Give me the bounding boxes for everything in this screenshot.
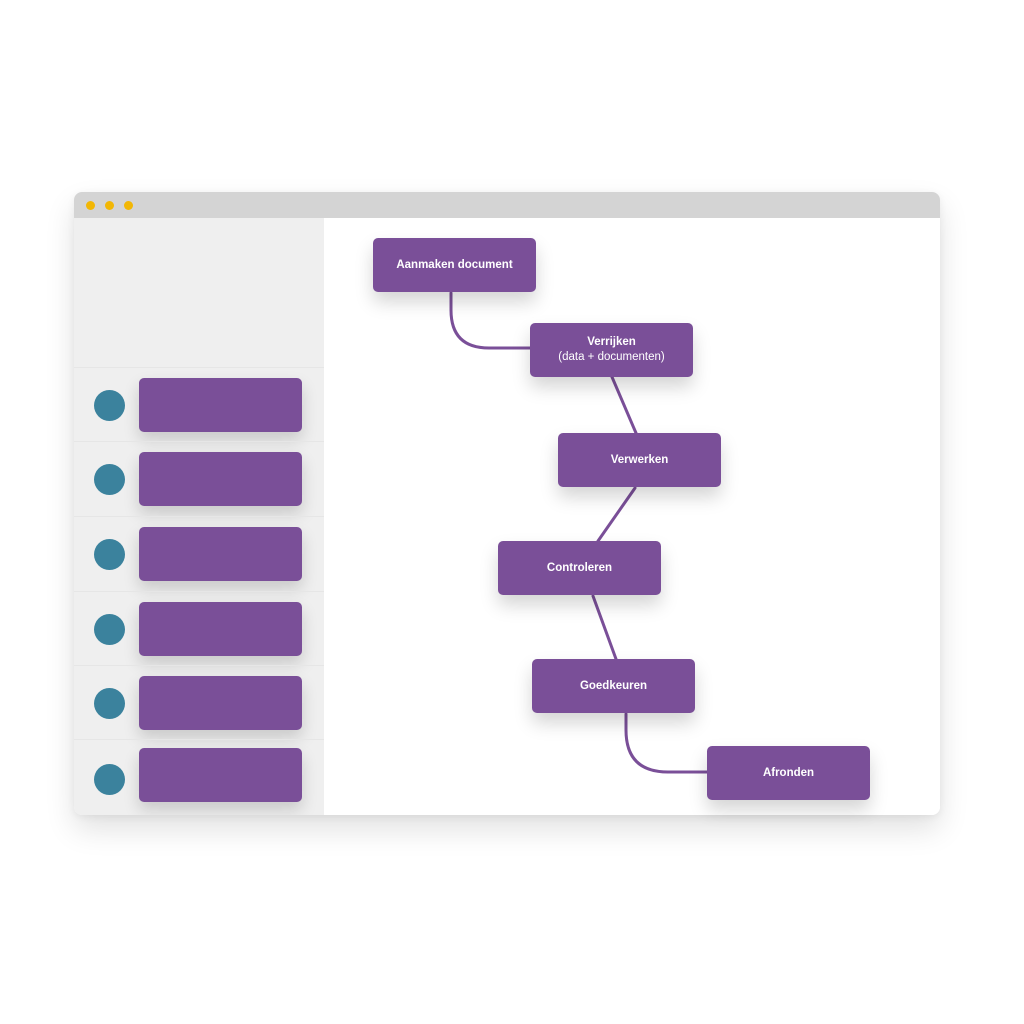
circle-icon	[94, 614, 125, 645]
sidebar-item-block[interactable]	[139, 748, 302, 802]
sidebar-item-2[interactable]	[74, 441, 324, 515]
node-label: Controleren	[546, 561, 613, 574]
node-sublabel: (data + documenten)	[558, 351, 665, 363]
title-bar	[74, 192, 940, 218]
node-verrijken[interactable]: Verrijken (data + documenten)	[530, 323, 693, 377]
sidebar-header	[74, 218, 324, 367]
node-aanmaken-document[interactable]: Aanmaken document	[373, 238, 536, 292]
sidebar-item-6[interactable]	[74, 739, 324, 813]
node-afronden[interactable]: Afronden	[707, 746, 870, 800]
sidebar-item-block[interactable]	[139, 602, 302, 656]
sidebar-item-block[interactable]	[139, 378, 302, 432]
window-control-dot-2[interactable]	[105, 201, 114, 210]
circle-icon	[94, 539, 125, 570]
node-label: Verwerken	[610, 453, 669, 466]
node-controleren[interactable]: Controleren	[498, 541, 661, 595]
node-goedkeuren[interactable]: Goedkeuren	[532, 659, 695, 713]
sidebar-item-5[interactable]	[74, 665, 324, 739]
circle-icon	[94, 390, 125, 421]
circle-icon	[94, 464, 125, 495]
sidebar-item-3[interactable]	[74, 516, 324, 590]
sidebar-item-4[interactable]	[74, 591, 324, 665]
sidebar	[74, 218, 324, 815]
node-label: Verrijken	[587, 336, 636, 348]
node-verwerken[interactable]: Verwerken	[558, 433, 721, 487]
circle-icon	[94, 764, 125, 795]
window-control-dot-1[interactable]	[86, 201, 95, 210]
sidebar-item-block[interactable]	[139, 452, 302, 506]
sidebar-item-1[interactable]	[74, 367, 324, 441]
node-label: Aanmaken document	[396, 258, 513, 271]
node-label: Afronden	[762, 766, 815, 779]
sidebar-item-block[interactable]	[139, 527, 302, 581]
sidebar-item-block[interactable]	[139, 676, 302, 730]
circle-icon	[94, 688, 125, 719]
diagram-canvas	[324, 218, 940, 815]
window-control-dot-3[interactable]	[124, 201, 133, 210]
node-label: Goedkeuren	[579, 679, 648, 692]
